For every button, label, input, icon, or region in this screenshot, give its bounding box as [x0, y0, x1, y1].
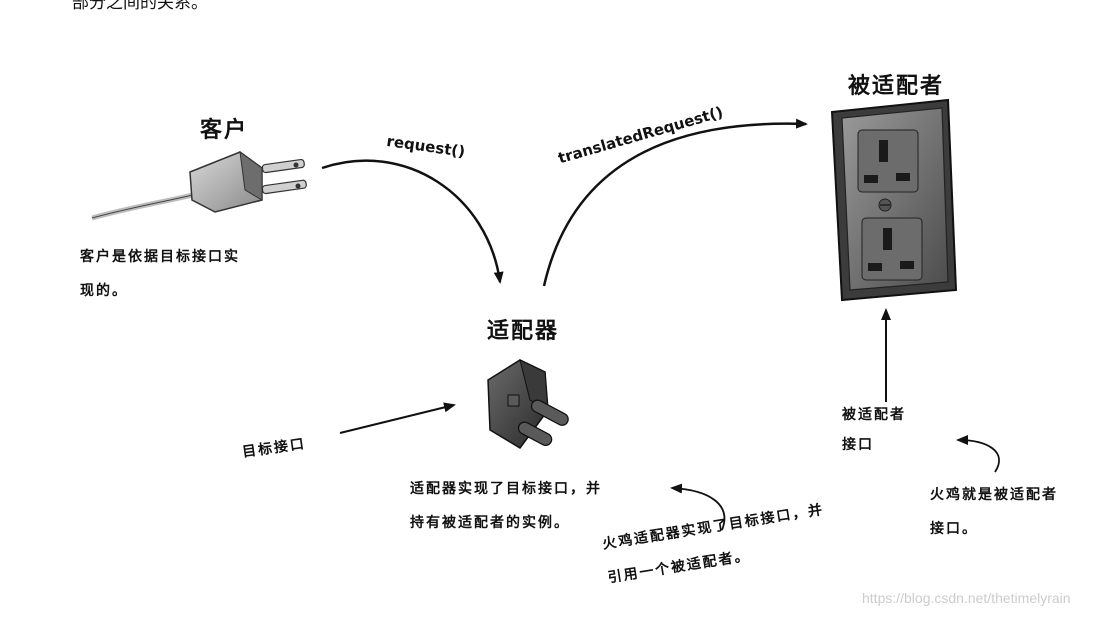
adaptee-note: 火鸡就是被适配者 接口。: [930, 478, 1058, 546]
client-note-line: 客户是依据目标接口实: [80, 249, 240, 265]
adaptee-interface-line: 被适配者: [842, 407, 906, 423]
client-note: 客户是依据目标接口实 现的。: [80, 240, 240, 308]
adaptee-note-line: 火鸡就是被适配者: [930, 487, 1058, 503]
client-plug-illustration: [91, 150, 307, 221]
client-note-line: 现的。: [80, 283, 128, 299]
adapter-note: 适配器实现了目标接口，并 持有被适配者的实例。: [410, 472, 602, 540]
adaptee-interface-line: 接口: [842, 437, 874, 453]
arrow-request: [321, 159, 504, 284]
adapter-illustration: [487, 359, 569, 449]
adaptee-title: 被适配者: [848, 74, 945, 99]
watermark: https://blog.csdn.net/thetimelyrain: [862, 590, 1071, 606]
adapter-note-line: 持有被适配者的实例。: [410, 515, 570, 531]
adapter-title: 适配器: [487, 319, 560, 344]
adapter-note-line: 适配器实现了目标接口，并: [410, 481, 602, 497]
arrow-target-interface: [339, 402, 456, 434]
arrow-turkey-adapter-note: [670, 483, 726, 531]
outlet-illustration: [830, 98, 958, 302]
arrow-turkey-note: [956, 435, 1000, 473]
arrow-translated-request: [542, 118, 808, 287]
adaptee-interface-label: 被适配者 接口: [842, 400, 906, 460]
intro-text: 部分之间的关系。: [72, 0, 208, 13]
adaptee-note-line: 接口。: [930, 521, 978, 537]
client-title: 客户: [200, 118, 249, 143]
